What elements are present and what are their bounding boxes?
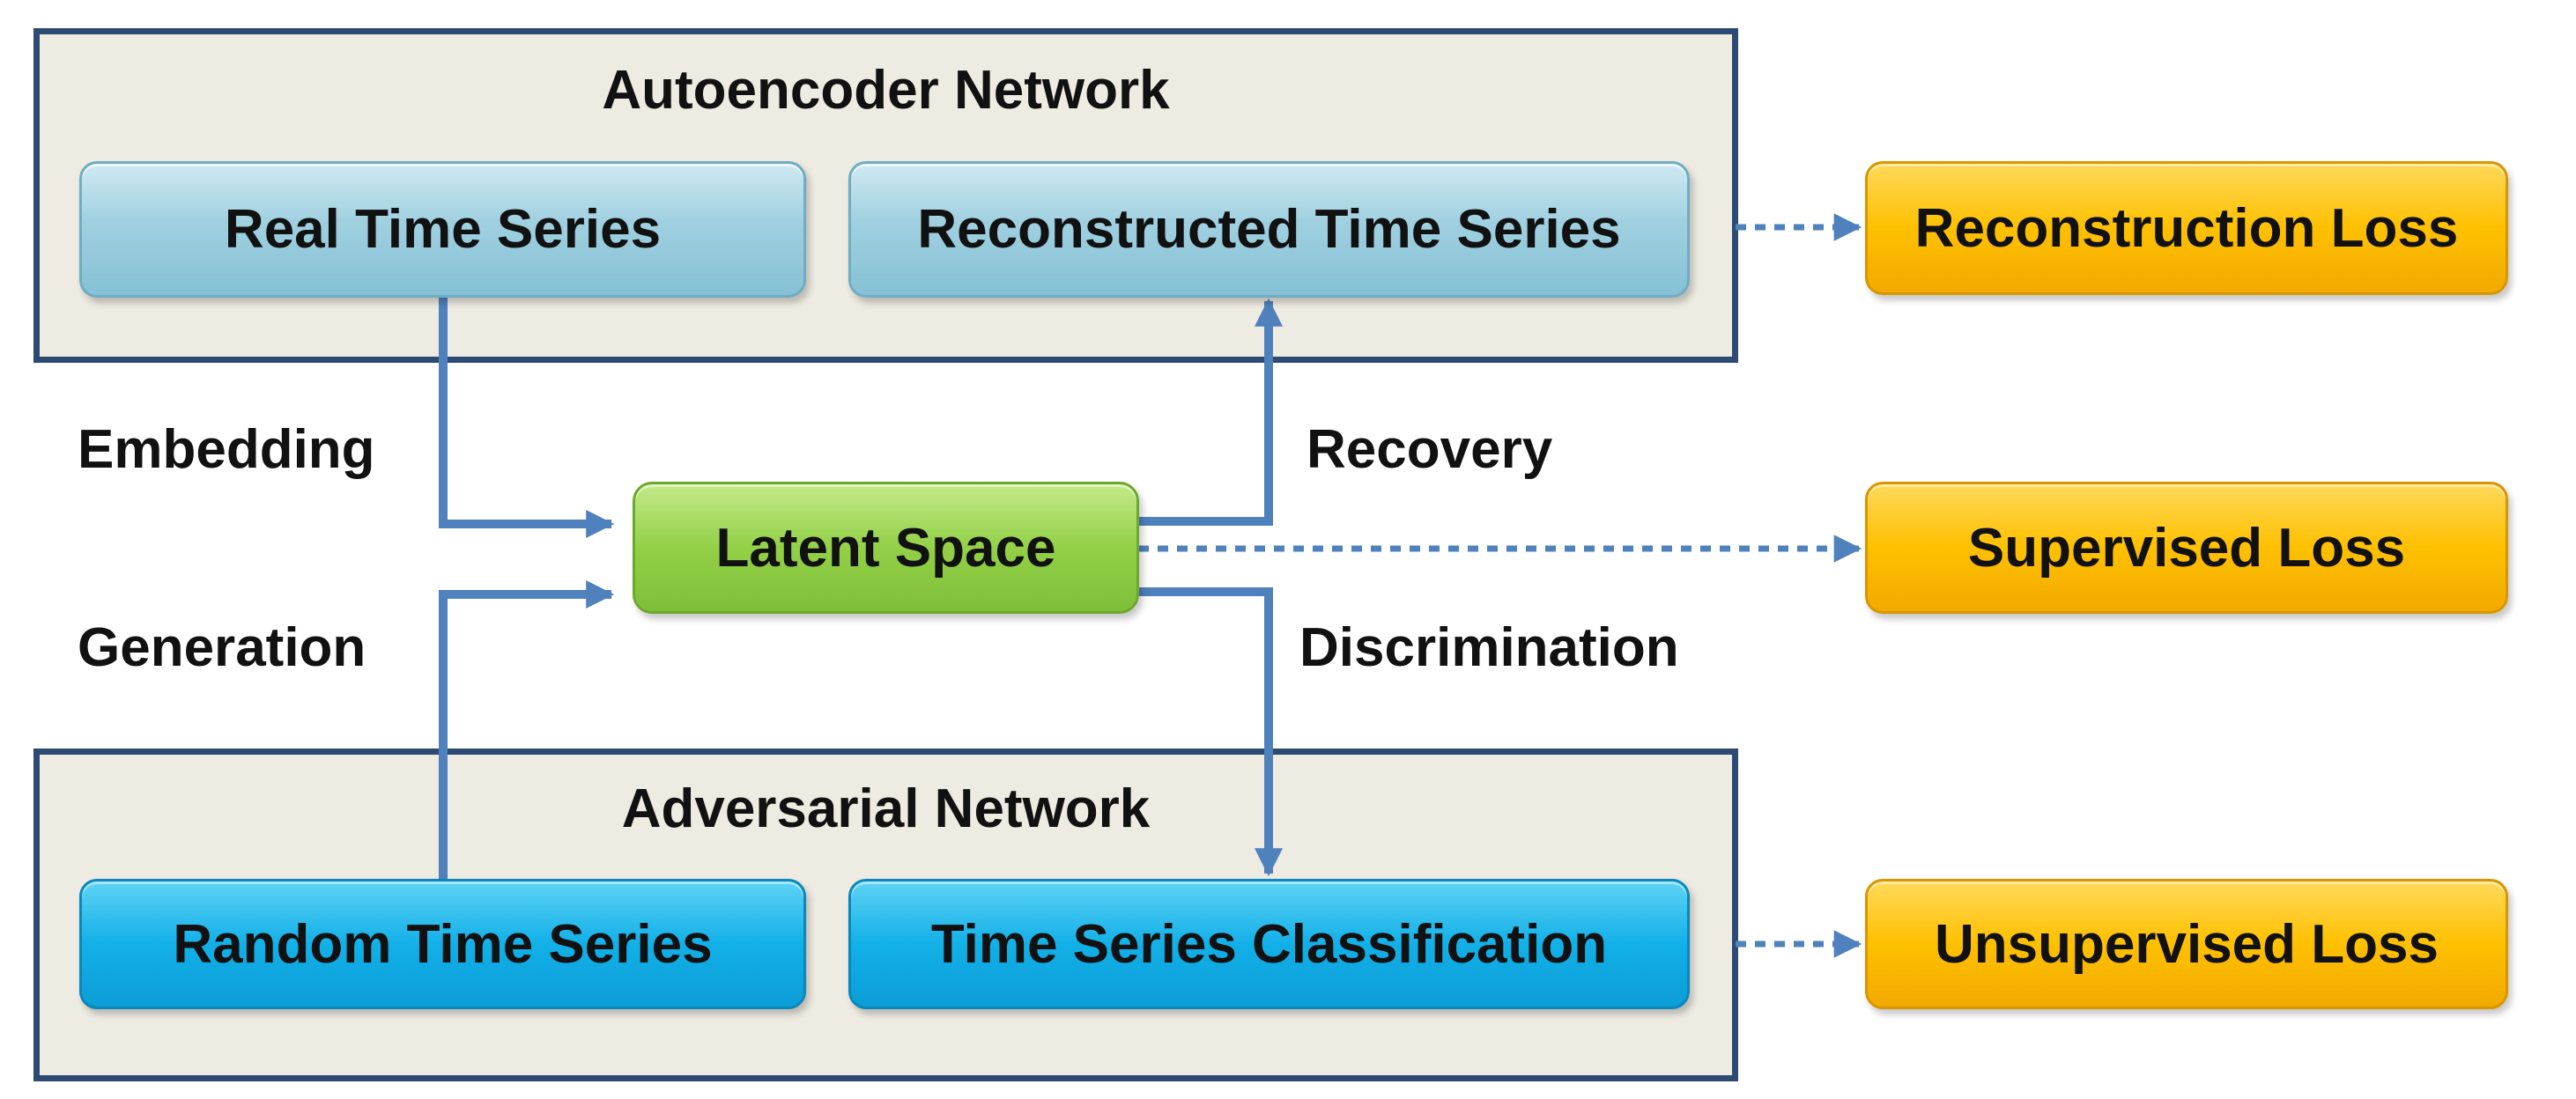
generation-arrow	[439, 579, 615, 881]
supervised-loss-node: Supervised Loss	[1865, 482, 2508, 614]
discrimination-arrow	[1136, 587, 1284, 877]
recovery-label: Recovery	[1307, 419, 1553, 480]
time-series-classification-node: Time Series Classification	[848, 879, 1690, 1009]
generation-label: Generation	[78, 617, 366, 678]
recovery-arrow	[1136, 298, 1284, 526]
reconstructed-time-series-node: Reconstructed Time Series	[848, 161, 1690, 298]
real-time-series-node: Real Time Series	[79, 161, 806, 298]
latent-space-node: Latent Space	[633, 482, 1139, 614]
unsupervised-loss-node: Unsupervised Loss	[1865, 879, 2508, 1009]
autoencoder-network-title: Autoencoder Network	[602, 60, 1170, 121]
embedding-label: Embedding	[78, 419, 375, 480]
reconstruction-loss-node: Reconstruction Loss	[1865, 161, 2508, 295]
adversarial-network-title: Adversarial Network	[621, 778, 1151, 839]
random-time-series-node: Random Time Series	[79, 879, 806, 1009]
embedding-arrow	[439, 298, 615, 539]
discrimination-label: Discrimination	[1299, 617, 1679, 678]
